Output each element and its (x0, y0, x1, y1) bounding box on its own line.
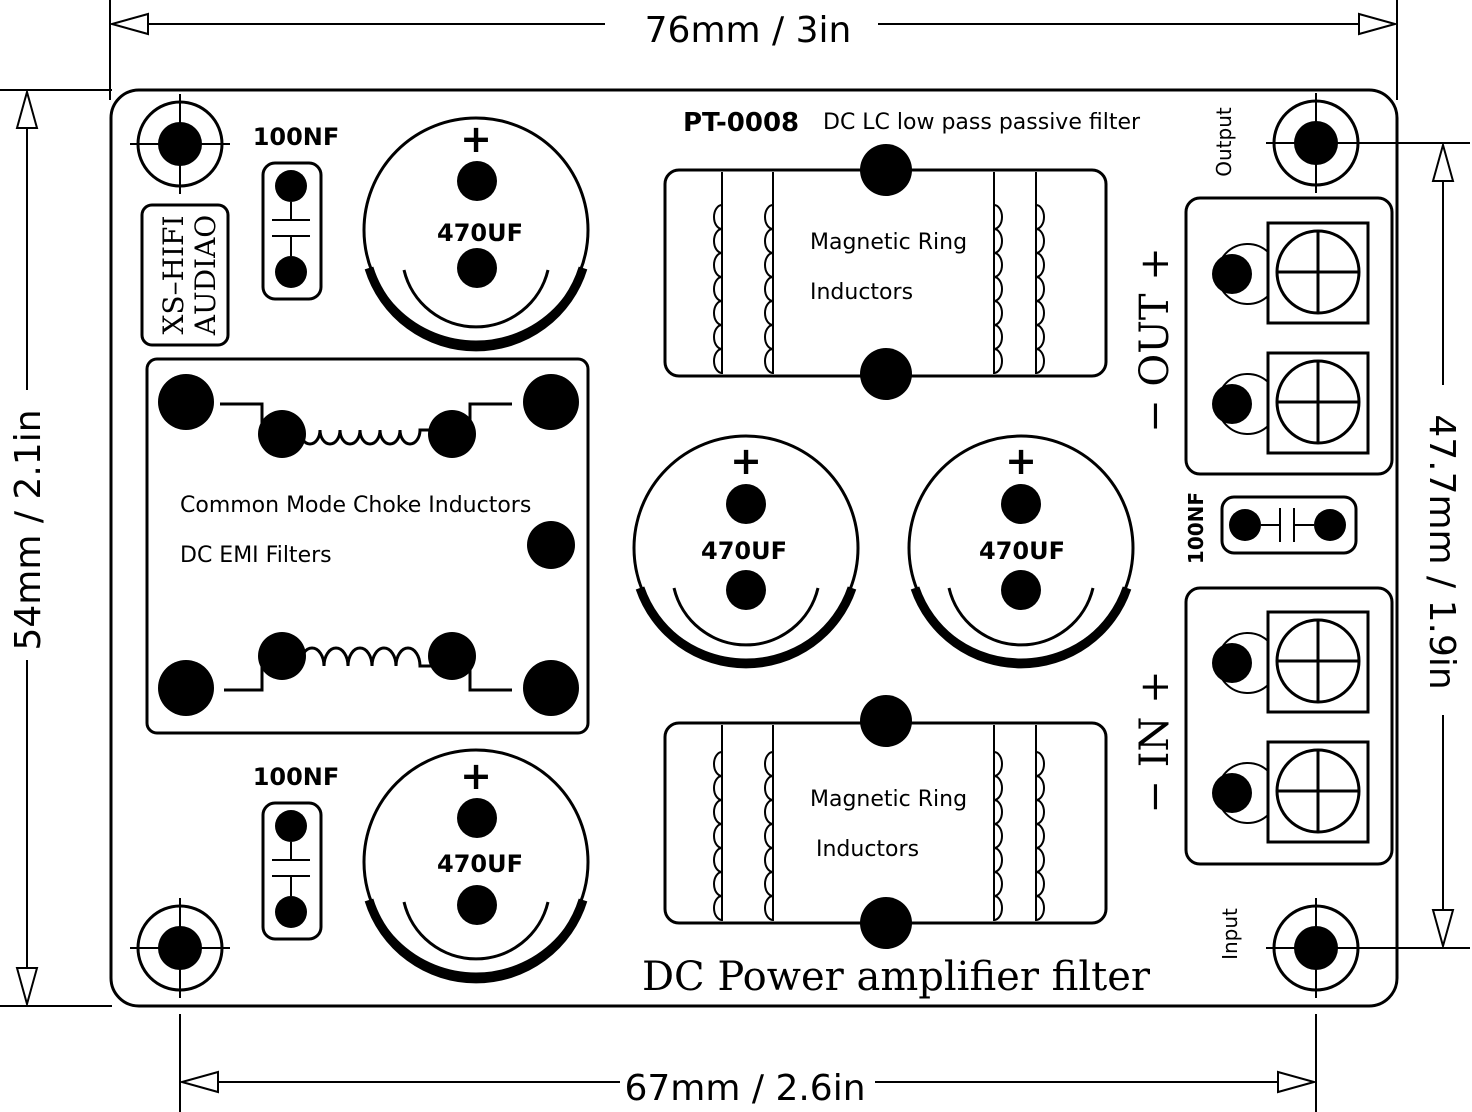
in-polarity-marking: − IN + (1132, 670, 1178, 813)
choke-label-line2: DC EMI Filters (180, 543, 332, 568)
inductor-top-line2: Inductors (810, 280, 913, 305)
mounting-hole-bottom-right (1266, 898, 1366, 998)
height-left-label: 54mm / 2.1in (8, 409, 49, 650)
capacitor-470uf-center-left: + 470UF (632, 434, 860, 669)
capacitor-470uf-top-left: + 470UF (362, 116, 590, 352)
capacitor-100nf-bottom: 100NF (253, 763, 340, 941)
cap-plus-sign: + (460, 117, 492, 161)
pcb-outline (109, 88, 1399, 1008)
inductor-top-line1: Magnetic Ring (810, 230, 967, 255)
cap-470uf-label: 470UF (701, 537, 787, 565)
mounting-hole-bottom-left (130, 898, 230, 998)
brand-line1: XS–HIFI (157, 215, 190, 334)
inductor-top: Magnetic Ring Inductors (663, 144, 1108, 400)
mounting-hole-top-right (1266, 93, 1366, 193)
cap-100nf-top-label: 100NF (253, 123, 340, 151)
brand-line2: AUDIAO (189, 215, 222, 337)
cap-470uf-label: 470UF (437, 219, 523, 247)
output-terminal-block (1184, 196, 1394, 476)
width-top-label: 76mm / 3in (645, 10, 852, 51)
inductor-bottom-line2: Inductors (816, 837, 919, 862)
cap-470uf-label: 470UF (437, 850, 523, 878)
board-subtitle: DC LC low pass passive filter (823, 110, 1141, 135)
capacitor-470uf-center-right: + 470UF (907, 434, 1135, 669)
cap-100nf-right-label: 100NF (1184, 492, 1208, 564)
width-bottom-label: 67mm / 2.6in (624, 1068, 865, 1109)
input-terminal-block (1184, 586, 1394, 866)
cap-plus-sign: + (460, 754, 492, 798)
input-label: Input (1218, 908, 1242, 960)
inductor-bottom: Magnetic Ring Inductors (663, 695, 1108, 949)
out-polarity-marking: − OUT + (1132, 247, 1178, 433)
dimension-bottom: 67mm / 2.6in (179, 1014, 1317, 1112)
dimension-left: 54mm / 2.1in (0, 89, 112, 1007)
inductor-bottom-line1: Magnetic Ring (810, 787, 967, 812)
capacitor-100nf-right: 100NF (1184, 492, 1358, 564)
capacitor-100nf-top: 100NF (253, 123, 340, 301)
choke-label-line1: Common Mode Choke Inductors (180, 493, 531, 518)
dimension-top: 76mm / 3in (109, 0, 1398, 100)
dimension-right: 47.7mm / 1.9in (1316, 142, 1470, 949)
cap-100nf-bottom-label: 100NF (253, 763, 340, 791)
cap-plus-sign: + (730, 439, 762, 483)
capacitor-470uf-bottom-left: + 470UF (362, 748, 590, 984)
output-label: Output (1212, 107, 1236, 177)
mounting-hole-top-left (130, 94, 230, 194)
height-right-label: 47.7mm / 1.9in (1421, 414, 1462, 689)
common-mode-choke: Common Mode Choke Inductors DC EMI Filte… (145, 357, 590, 735)
brand-label: XS–HIFI AUDIAO (140, 203, 230, 347)
cap-470uf-label: 470UF (979, 537, 1065, 565)
footer-title: DC Power amplifier filter (642, 954, 1151, 1000)
cap-plus-sign: + (1005, 439, 1037, 483)
model-number: PT-0008 (683, 108, 799, 138)
